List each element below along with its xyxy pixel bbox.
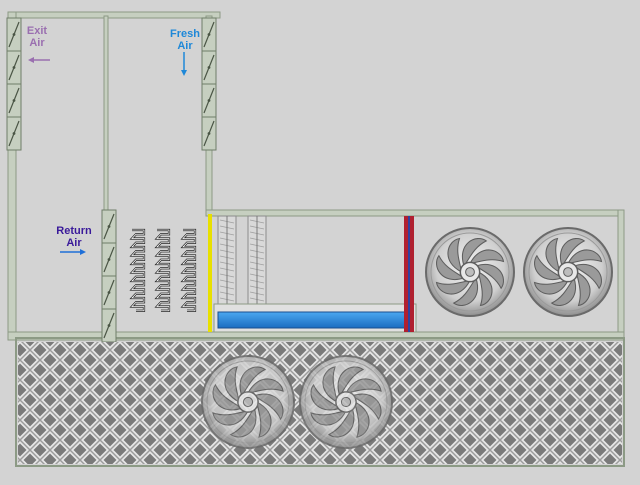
exit-air-label: Exit Air [22,25,52,49]
fresh-air-arrow [181,52,187,76]
damper-louver-icon[interactable] [6,116,22,151]
serpentine-coils [129,228,197,312]
damper-louver-icon[interactable] [201,50,217,85]
exit-dampers[interactable] [6,17,22,151]
heater-coil [404,216,414,332]
damper-louver-icon[interactable] [101,308,117,343]
damper-louver-icon[interactable] [101,242,117,277]
damper-louver-icon[interactable] [6,83,22,118]
return-air-label-line2: Air [66,237,82,249]
supply-fan-icon[interactable] [523,227,613,317]
serpentine-coil-icon [129,228,146,312]
supply-fans[interactable] [425,227,613,317]
water-tray [213,303,417,333]
exhaust-fan-icon[interactable] [299,355,393,449]
filter-yellow-strip [208,214,212,332]
damper-louver-icon[interactable] [101,275,117,310]
damper-louver-icon[interactable] [201,116,217,151]
exhaust-fans[interactable] [201,355,393,449]
water-level [217,311,413,329]
damper-louver-icon[interactable] [201,17,217,52]
grille-frame [15,337,625,467]
exit-air-label-line1: Exit [26,25,48,37]
fresh-air-dampers[interactable] [201,17,217,151]
damper-louver-icon[interactable] [6,17,22,52]
fresh-air-label-line1: Fresh [170,28,200,40]
fresh-air-label-line2: Air [177,40,193,52]
exit-air-label-line2: Air [29,37,45,49]
return-air-label-line1: Return [56,225,92,237]
exhaust-fan-icon[interactable] [201,355,295,449]
filter-mesh [219,216,265,304]
serpentine-coil-icon [180,228,197,312]
return-air-arrow [60,249,86,255]
fresh-air-label: Fresh Air [166,28,204,52]
damper-louver-icon[interactable] [101,209,117,244]
return-air-dampers[interactable] [101,209,117,343]
heater-red-bar-2 [410,216,414,332]
damper-louver-icon[interactable] [201,83,217,118]
exit-air-arrow [28,57,50,63]
return-air-label: Return Air [52,225,96,249]
supply-fan-icon[interactable] [425,227,515,317]
heater-red-bar-1 [404,216,408,332]
damper-louver-icon[interactable] [6,50,22,85]
heater-blue-bar [408,216,410,332]
serpentine-coil-icon [154,228,171,312]
